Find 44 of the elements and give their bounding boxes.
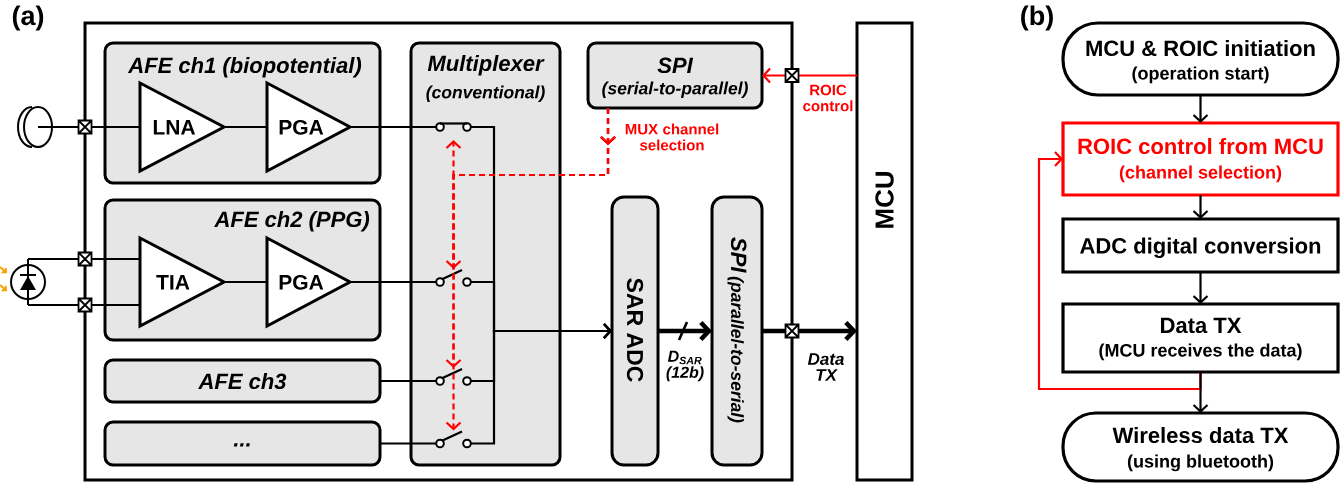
edge-label: MUX channel selection bbox=[625, 123, 719, 151]
wire bbox=[350, 280, 436, 284]
electrode-symbol bbox=[17, 106, 53, 148]
switch-symbol bbox=[435, 430, 472, 449]
wire bbox=[224, 280, 267, 284]
wire bbox=[224, 125, 267, 129]
wire bbox=[350, 125, 436, 129]
arrow bbox=[1192, 372, 1209, 413]
terminal-box: Wireless data TX (using bluetooth) bbox=[1061, 411, 1340, 483]
dashed-arrow bbox=[445, 108, 616, 431]
wire bbox=[380, 379, 436, 383]
channel-box: AFE ch3 bbox=[103, 358, 382, 404]
arrow bbox=[658, 320, 712, 342]
photodiode-symbol bbox=[0, 258, 46, 306]
panel-label: (a) bbox=[12, 5, 44, 31]
wire bbox=[380, 442, 436, 445]
switch-symbol bbox=[435, 269, 472, 287]
adc-box: SAR ADC bbox=[610, 195, 660, 467]
arrow bbox=[1037, 151, 1202, 391]
panel-label: (b) bbox=[1021, 5, 1053, 31]
switch-symbol bbox=[435, 368, 472, 386]
multiplexer-box: Multiplexer (conventional) bbox=[409, 41, 562, 467]
arrow bbox=[471, 323, 612, 445]
process-box: ADC digital conversion bbox=[1061, 217, 1340, 274]
process-box: ROIC control from MCU (channel selection) bbox=[1061, 121, 1340, 197]
interface-box: SPI (serial-to-parallel) bbox=[586, 41, 764, 110]
edge-label: D$_{SAR}$ (12b) bbox=[666, 350, 704, 382]
process-box: Data TX (MCU receives the data) bbox=[1061, 302, 1340, 374]
arrow bbox=[1192, 272, 1209, 304]
arrow bbox=[1192, 95, 1209, 123]
terminal-box: MCU & ROIC initiation (operation start) bbox=[1061, 21, 1340, 97]
wire bbox=[28, 257, 140, 261]
mcu-box: MCU bbox=[855, 21, 914, 482]
arrow bbox=[762, 320, 857, 342]
arrow bbox=[762, 67, 857, 84]
interface-box: SPI (parallel-to-serial) bbox=[710, 195, 764, 467]
edge-label: ROIC control bbox=[803, 84, 853, 112]
channel-box: ... bbox=[103, 420, 382, 467]
edge-label: Data TX bbox=[807, 353, 844, 381]
wire bbox=[52, 125, 140, 129]
switch-symbol bbox=[435, 122, 472, 132]
wire bbox=[28, 303, 140, 307]
arrow bbox=[1192, 195, 1209, 219]
chip-box bbox=[83, 21, 794, 482]
